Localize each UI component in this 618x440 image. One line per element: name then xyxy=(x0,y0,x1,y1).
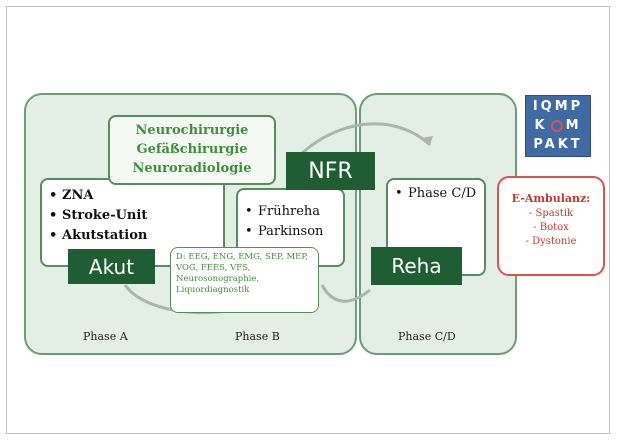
logo-row-1: IQMP xyxy=(532,99,584,114)
iqmp-kompakt-logo: IQMP KOM PAKT xyxy=(525,95,591,157)
reha-label: Reha xyxy=(371,247,462,285)
logo-row-2: KOM xyxy=(526,118,590,133)
phase-b-label: Phase B xyxy=(235,330,280,343)
ambulanz-item: - Botox xyxy=(533,222,569,233)
logo-k: K xyxy=(534,118,548,133)
ambulanz-item: - Spastik xyxy=(528,208,574,219)
akut-item: Akutstation xyxy=(48,226,147,246)
phase-cd-label: Phase C/D xyxy=(398,330,456,343)
neuro-line: Neurochirurgie xyxy=(135,123,249,138)
e-ambulanz-box: E-Ambulanz: - Spastik - Botox - Dystonie xyxy=(497,176,605,276)
akut-item: Stroke-Unit xyxy=(48,206,147,226)
ambulanz-item: - Dystonie xyxy=(525,236,577,247)
diagnostics-box: D: EEG, ENG, EMG, SEP, MEP, VOG, FEES, V… xyxy=(170,247,319,313)
nfr-item: Parkinson xyxy=(244,222,323,242)
ambulanz-title: E-Ambulanz: xyxy=(511,192,591,205)
phase-a-label: Phase A xyxy=(83,330,128,343)
neuro-line: Neuroradiologie xyxy=(132,161,252,176)
logo-m: M xyxy=(565,118,582,133)
akut-item: ZNA xyxy=(48,186,147,206)
akut-label: Akut xyxy=(68,249,155,284)
diagnostics-text: D: EEG, ENG, EMG, SEP, MEP, VOG, FEES, V… xyxy=(176,252,309,295)
nfr-label: NFR xyxy=(286,152,375,190)
nfr-item: Frühreha xyxy=(244,202,323,222)
logo-row-3: PAKT xyxy=(533,137,583,152)
neuro-box: Neurochirurgie Gefäßchirurgie Neuroradio… xyxy=(108,115,276,185)
neuro-line: Gefäßchirurgie xyxy=(136,142,248,157)
reha-item: Phase C/D xyxy=(394,184,476,204)
logo-o: O xyxy=(550,119,563,132)
